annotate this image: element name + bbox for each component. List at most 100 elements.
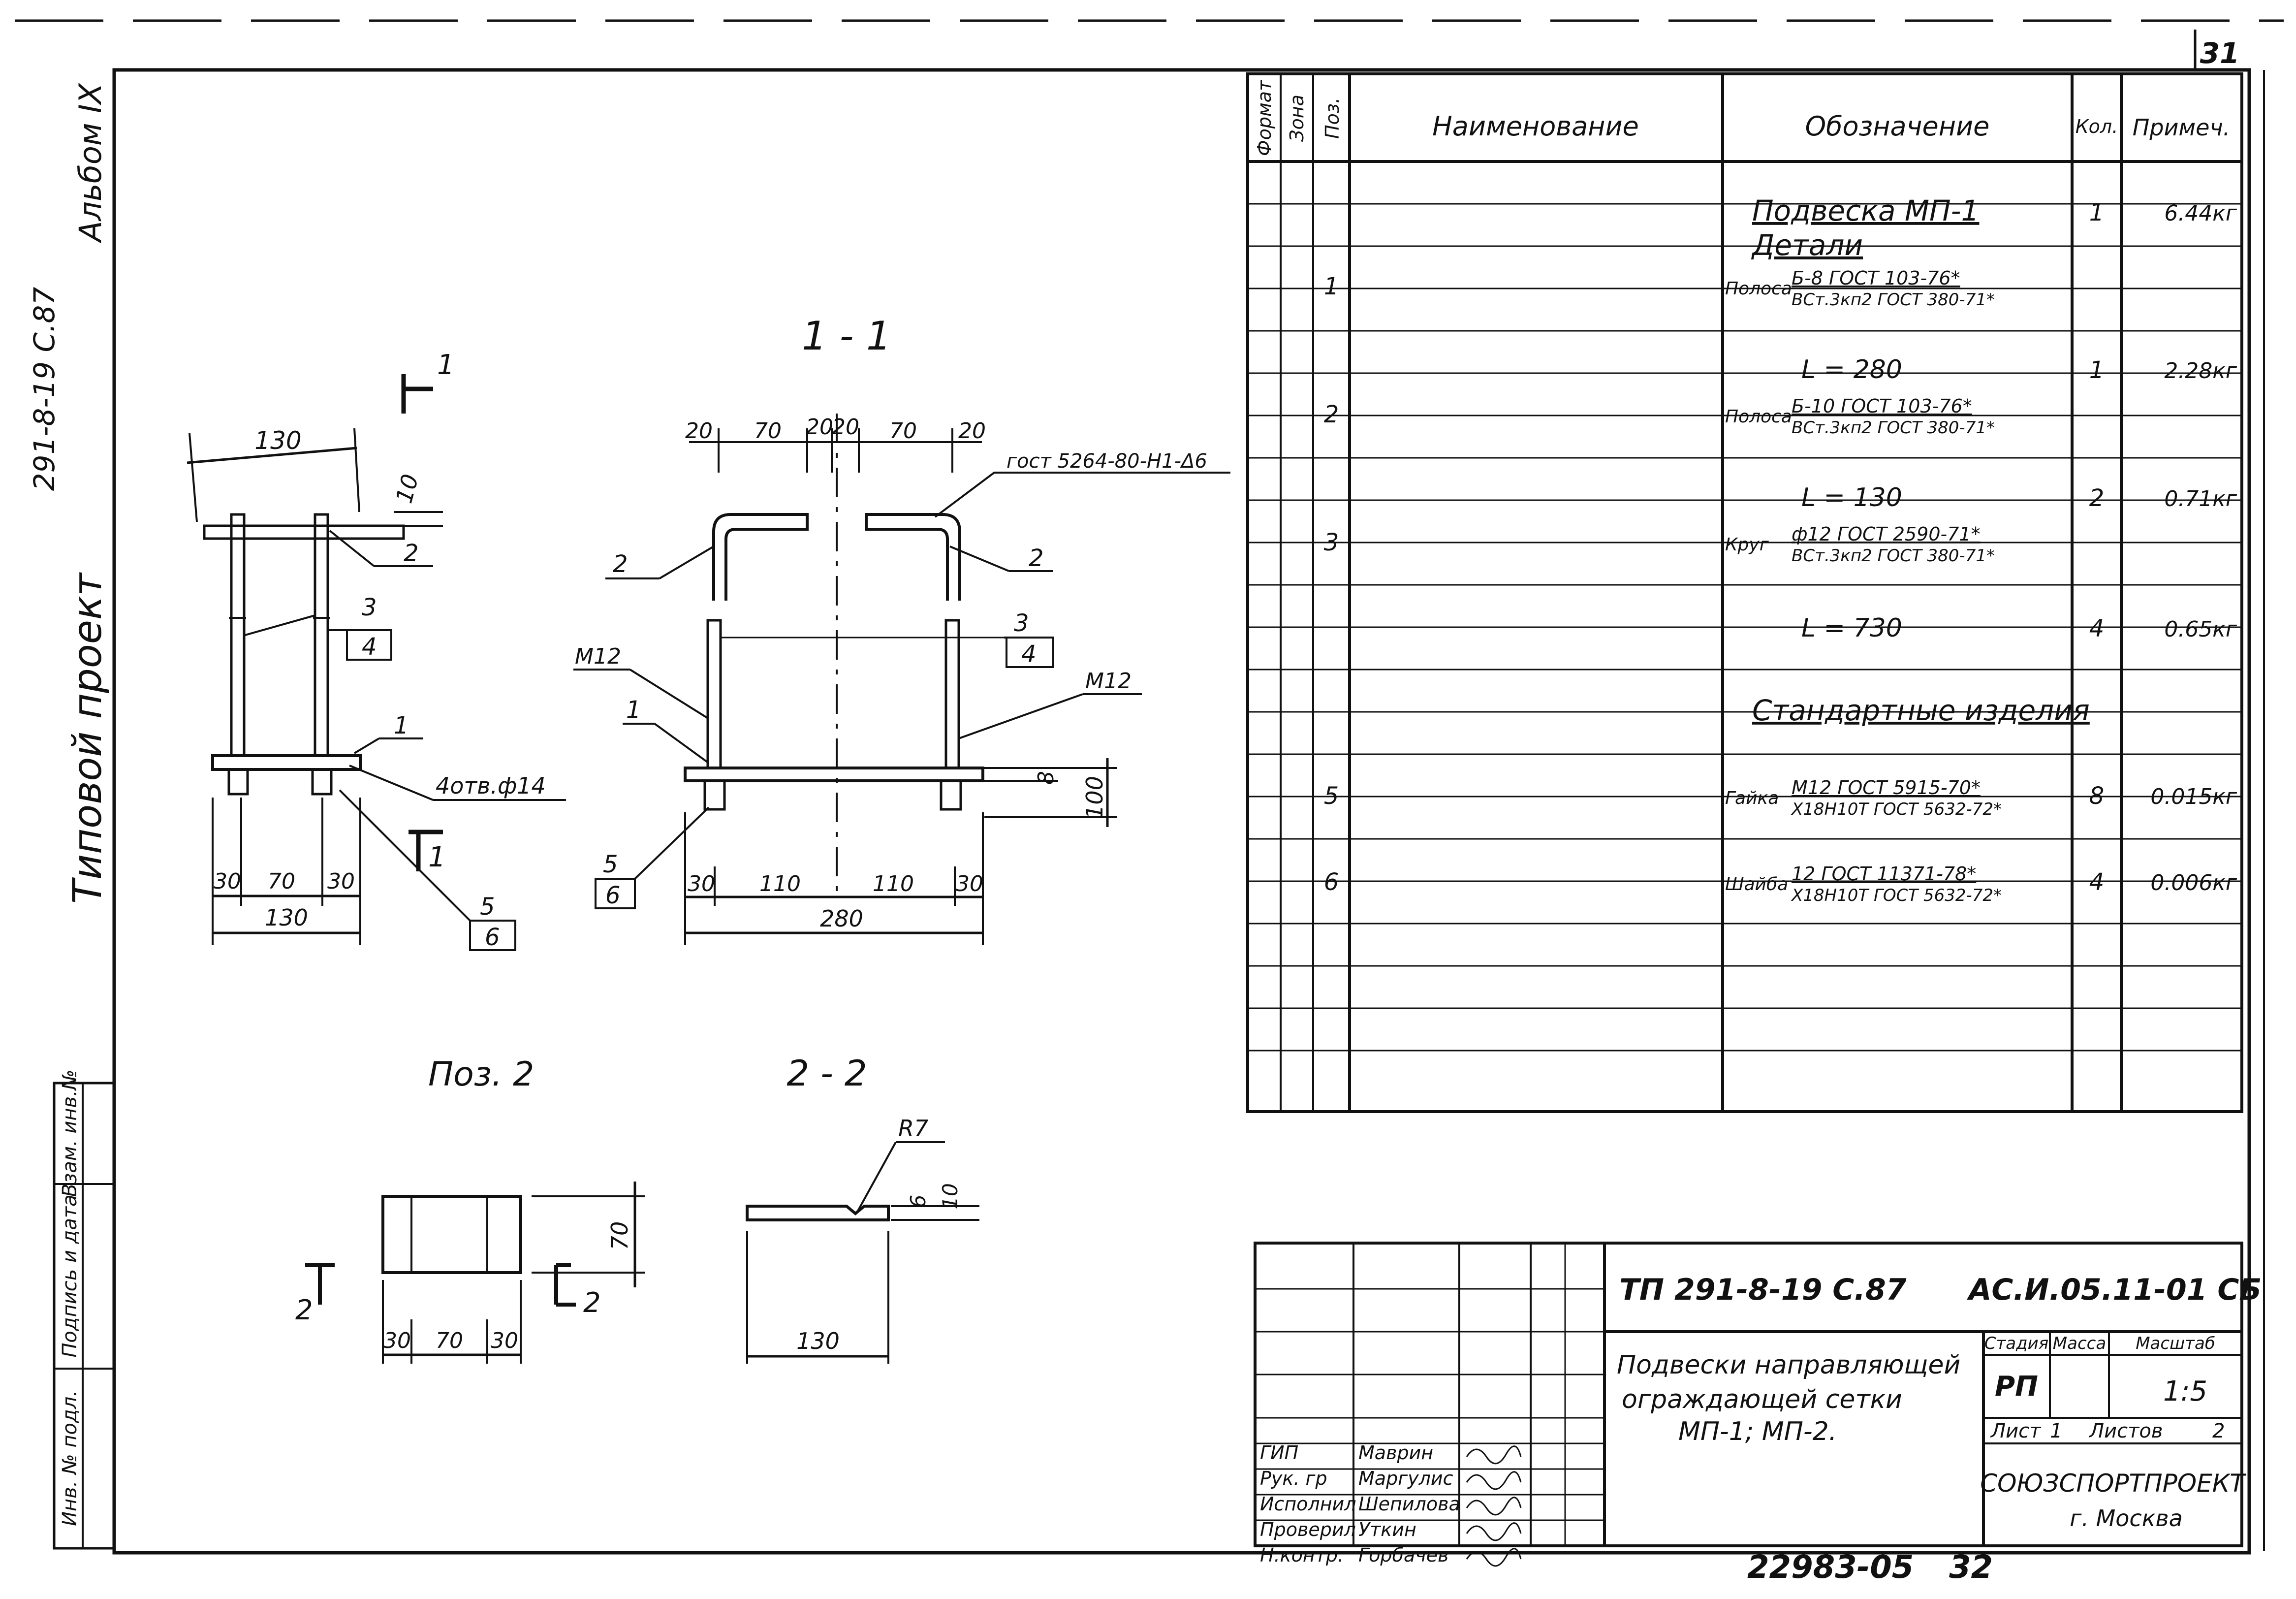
spec-note: 0.006кг	[2150, 870, 2237, 895]
spec-material-kind: Полоса	[1725, 279, 1792, 299]
spec-designation-top: ф12 ГОСТ 2590-71*	[1792, 523, 1981, 545]
tb-scale-header: Масштаб	[2136, 1334, 2215, 1353]
side-label-3: 3	[362, 594, 377, 621]
spec-note: 0.65кг	[2164, 617, 2237, 642]
spec-pos: 2	[1324, 401, 1339, 428]
v11-bot-dim-30b: 30	[956, 871, 983, 896]
v11-label-4: 4	[1021, 640, 1037, 668]
tb-person-name: Маргулис	[1358, 1468, 1453, 1489]
tb-sheet-label: Лист	[1990, 1420, 2042, 1442]
spec-pos: 1	[1324, 273, 1339, 300]
title-block: ТП 291-8-19 С.87 АС.И.05.11-01 СБ Подвес…	[1254, 1242, 2262, 1567]
spec-designation-top: М12 ГОСТ 5915-70*	[1792, 777, 1981, 799]
side-label-2: 2	[404, 540, 419, 567]
view-1-1: 1 - 1 20 70 20 20 70 20 гост 5264-80-Н1-…	[573, 313, 1230, 945]
signature-mark	[1466, 1522, 1522, 1541]
v22-dim-10: 10	[938, 1183, 962, 1209]
tb-person-role: ГИП	[1260, 1442, 1298, 1464]
spec-header-note: Примеч.	[2133, 114, 2231, 141]
spec-designation: L = 280	[1801, 355, 1902, 384]
spec-material-kind: Полоса	[1725, 407, 1792, 427]
tb-stage-header: Стадия	[1984, 1334, 2048, 1353]
signature-mark	[1466, 1548, 1522, 1567]
v11-top-dim-20a: 20	[685, 418, 713, 444]
tb-mass-header: Масса	[2053, 1334, 2106, 1353]
spec-note: 0.015кг	[2150, 784, 2237, 809]
spec-row: L = 130 2 0.71кг	[1801, 483, 2237, 512]
v11-label-2-left: 2	[613, 550, 628, 578]
spec-note: 0.71кг	[2164, 486, 2237, 512]
view-2-2: 2 - 2 R7 6 10 130	[746, 1053, 979, 1364]
project-code-side: 291-8-19 С.87	[28, 287, 61, 491]
spec-pos: 3	[1324, 529, 1339, 556]
tb-project-code: ТП 291-8-19 С.87	[1619, 1273, 1907, 1307]
spec-qty: 4	[2089, 615, 2105, 642]
spec-material-kind: Шайба	[1725, 874, 1788, 895]
spec-qty: 2	[2089, 484, 2105, 512]
spec-row: 3 Круг ф12 ГОСТ 2590-71*ВСт.3кп2 ГОСТ 380-…	[1324, 523, 1995, 566]
v11-bot-dim-280: 280	[820, 905, 863, 932]
spec-designation-bottom: Х18Н10Т ГОСТ 5632-72*	[1791, 800, 2002, 819]
side-stamp: Альбом IX 291-8-19 С.87 Типовой проект И…	[28, 82, 116, 1550]
stamp-field-sign: Подпись и дата	[59, 1194, 81, 1357]
v11-top-dim-70a: 70	[754, 418, 782, 444]
spec-designation: L = 130	[1801, 483, 1902, 512]
v11-bot-dim-110a: 110	[759, 871, 801, 896]
spec-material-kind: Круг	[1725, 535, 1769, 555]
spec-row: Стандартные изделия	[1752, 694, 2090, 727]
stamp-field-replace: Взам. инв.№	[59, 1070, 81, 1197]
spec-header-pos: Поз.	[1321, 97, 1343, 139]
side-dim-130-top: 130	[254, 426, 301, 455]
tb-city: г. Москва	[2070, 1505, 2183, 1532]
v22-dim-130: 130	[796, 1328, 840, 1354]
spec-designation-bottom: ВСт.3кп2 ГОСТ 380-71*	[1792, 546, 1995, 566]
tb-person-name: Уткин	[1358, 1519, 1416, 1540]
footer-page: 32	[1949, 1549, 1993, 1586]
spec-row: L = 730 4 0.65кг	[1801, 613, 2237, 643]
tb-person-name: Шепилова	[1358, 1493, 1460, 1515]
v11-label-m12-right: М12	[1085, 669, 1132, 694]
side-dim-70: 70	[268, 869, 295, 894]
side-label-1: 1	[394, 712, 409, 739]
tb-title-line-2: ограждающей сетки	[1622, 1385, 1902, 1414]
tb-sheet-value: 1	[2050, 1420, 2062, 1442]
v11-label-3: 3	[1014, 609, 1029, 637]
side-dim-30-left: 30	[214, 869, 241, 894]
v11-dim-8: 8	[1034, 771, 1059, 785]
spec-designation: Стандартные изделия	[1752, 694, 2090, 727]
tb-sheets-value: 2	[2212, 1420, 2225, 1442]
tb-title-line-3: МП-1; МП-2.	[1678, 1417, 1837, 1446]
spec-designation: Детали	[1751, 228, 1863, 262]
spec-header-zone: Зона	[1286, 95, 1308, 142]
spec-designation-top: 12 ГОСТ 11371-78*	[1792, 863, 1976, 885]
side-dim-130-bottom: 130	[265, 904, 308, 931]
tb-person-role: Проверил	[1260, 1519, 1356, 1540]
side-label-holes: 4отв.ф14	[436, 772, 546, 799]
spec-qty: 4	[2089, 868, 2105, 896]
v11-top-dim-20d: 20	[958, 418, 986, 444]
v11-top-dim-70b: 70	[889, 418, 917, 444]
pos2-dim-30a: 30	[383, 1328, 411, 1353]
spec-designation: L = 730	[1801, 613, 1902, 643]
spec-note: 2.28кг	[2164, 358, 2237, 384]
v11-top-dim-20b: 20	[806, 415, 833, 440]
tb-scale: 1:5	[2163, 1375, 2207, 1407]
spec-designation-bottom: Х18Н10Т ГОСТ 5632-72*	[1791, 886, 2002, 905]
v11-bot-dim-110b: 110	[873, 871, 914, 896]
spec-header-name: Наименование	[1432, 111, 1639, 142]
tb-person-name: Маврин	[1358, 1442, 1433, 1464]
spec-designation-top: Б-10 ГОСТ 103-76*	[1792, 395, 1972, 417]
spec-pos: 6	[1324, 868, 1339, 896]
spec-designation-bottom: ВСт.3кп2 ГОСТ 380-71*	[1792, 418, 1995, 438]
view-pos-2: Поз. 2 70 30 70 30 2 2	[295, 1055, 645, 1364]
pos2-title: Поз. 2	[428, 1055, 534, 1094]
cut-label-top: 1	[437, 349, 455, 381]
v11-label-gost: гост 5264-80-Н1-Δ6	[1006, 450, 1207, 473]
spec-material-kind: Гайка	[1725, 788, 1779, 808]
tb-org: СОЮЗСПОРТПРОЕКТ	[1980, 1469, 2246, 1498]
sheet-frame	[112, 68, 2251, 1555]
spec-designation-top: Б-8 ГОСТ 103-76*	[1792, 267, 1960, 289]
